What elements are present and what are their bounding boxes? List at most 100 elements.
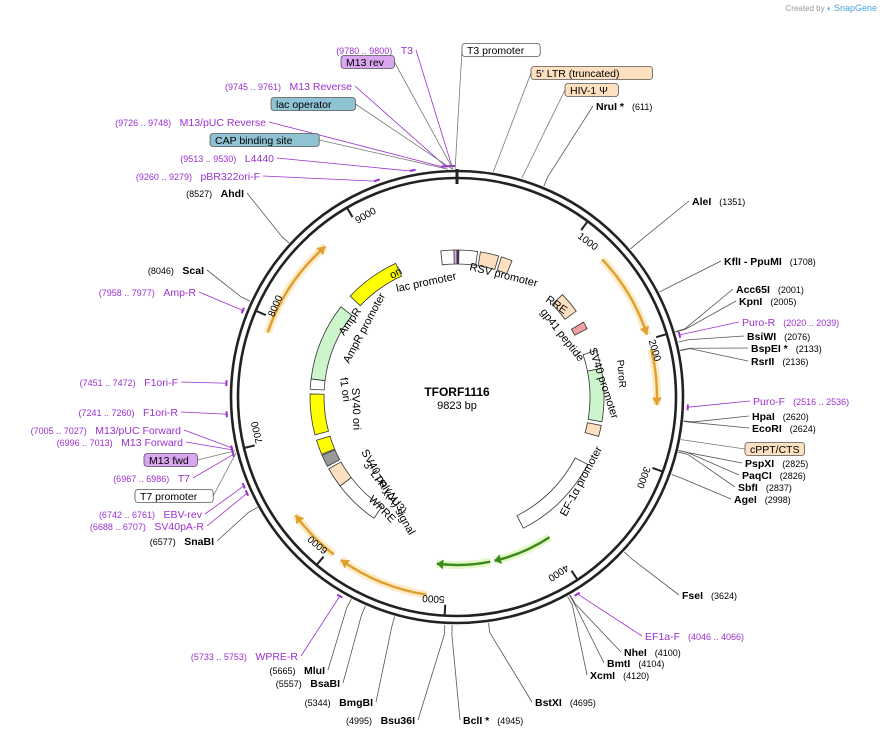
enzyme-position: (2837) xyxy=(766,483,792,493)
credit-brand: SnapGene xyxy=(833,3,877,13)
enzyme-position: (2005) xyxy=(770,297,796,307)
primer-position: (6996 .. 7013) xyxy=(57,438,116,448)
primer-leader-line xyxy=(354,85,447,168)
feature-label-box xyxy=(143,453,198,467)
primer-binding-mark xyxy=(677,331,682,338)
enzyme-leader-line xyxy=(671,474,732,500)
ef1a-promoter-feature xyxy=(516,457,589,529)
enzyme-name: SnaBI xyxy=(184,536,214,548)
ltr3-feature xyxy=(328,461,352,487)
enzyme-name: PspXI xyxy=(745,458,774,470)
tick-label: 9000 xyxy=(354,206,379,227)
enzyme-name: AleI xyxy=(692,196,711,208)
enzyme-label: (5665) MluI xyxy=(269,665,325,677)
feature-label-text: CAP binding site xyxy=(215,135,293,147)
primer-position: (7451 .. 7472) xyxy=(80,378,139,388)
primer-name: F1ori-F xyxy=(144,377,178,389)
primer-position: (6967 .. 6986) xyxy=(113,474,172,484)
enzyme-leader-line xyxy=(206,269,251,302)
enzyme-leader-line xyxy=(342,605,366,684)
tick-mark xyxy=(443,604,447,616)
hiv-psi-feature xyxy=(496,256,513,275)
primer-leader-line xyxy=(415,49,453,168)
enzyme-leader-line xyxy=(683,421,750,429)
primer-position: (7005 .. 7027) xyxy=(31,426,90,436)
feature-label-leader xyxy=(197,450,236,461)
enzyme-name: EcoRI xyxy=(752,423,782,435)
enzyme-leader-line xyxy=(678,450,740,476)
feature-label-text: T3 promoter xyxy=(467,45,525,57)
label-leaders xyxy=(180,49,751,721)
enzyme-name: FseI xyxy=(682,590,703,602)
green-arc-arrowhead xyxy=(436,559,444,570)
primer-leader-line xyxy=(276,157,413,172)
tick-mark xyxy=(580,220,589,231)
enzyme-position: (4695) xyxy=(570,698,596,708)
enzyme-leader-line xyxy=(246,192,290,244)
primer-name: Puro-F xyxy=(753,396,785,408)
primer-name: M13/pUC Forward xyxy=(95,425,181,437)
enzyme-position: (8046) xyxy=(148,266,177,276)
orange-arc-arrowhead xyxy=(651,397,662,406)
enzyme-label: SbfI (2837) xyxy=(738,482,792,494)
primer-leader-line xyxy=(198,291,244,312)
snapgene-logo-icon: ◐ xyxy=(826,4,832,13)
green-arc-halo xyxy=(493,533,552,565)
primer-binding-mark xyxy=(574,591,581,597)
primer-name: EBV-rev xyxy=(163,509,202,521)
primer-binding-mark xyxy=(373,178,381,183)
primer-position: (4046 .. 4066) xyxy=(688,632,744,642)
enzyme-label: (8046) ScaI xyxy=(148,265,204,277)
primer-position: (9513 .. 9530) xyxy=(180,154,239,164)
enzyme-leader-line xyxy=(569,594,622,653)
primer-name: SV40pA-R xyxy=(154,521,204,533)
enzyme-position: (2076) xyxy=(784,332,810,342)
enzyme-leader-line xyxy=(675,300,737,333)
enzyme-leader-line xyxy=(678,335,745,343)
enzyme-name: RsrII xyxy=(751,356,774,368)
enzyme-label: (5344) BmgBI xyxy=(305,697,373,709)
lac-promoter-feature xyxy=(440,249,456,266)
enzyme-leader-line xyxy=(567,596,588,676)
enzyme-name: SbfI xyxy=(738,482,758,494)
enzyme-position: (4120) xyxy=(623,671,649,681)
enzyme-name: NruI * xyxy=(596,101,625,113)
enzyme-label: PaqCI(2826) xyxy=(742,470,806,482)
feature-label-leader xyxy=(680,439,746,450)
primer-name: L4440 xyxy=(245,153,274,165)
primer-leader-line xyxy=(300,595,341,657)
primer-name: pBR322ori-F xyxy=(200,171,260,183)
primer-position: (7958 .. 7977) xyxy=(99,288,158,298)
plasmid-name: TFORF1116 xyxy=(424,385,490,399)
primer-name: EF1a-F xyxy=(645,631,680,643)
green-arc-arrowhead xyxy=(494,554,503,565)
ampr-feature xyxy=(310,306,353,382)
primer-label: Puro-R(2020 .. 2039) xyxy=(742,317,839,329)
enzyme-name: ScaI xyxy=(182,265,204,277)
primer-leader-line xyxy=(185,441,234,451)
enzyme-label: AgeI(2998) xyxy=(734,494,791,506)
enzyme-label: KpnI(2005) xyxy=(739,296,796,308)
primer-binding-mark xyxy=(230,445,234,452)
tick-mark xyxy=(315,555,325,566)
ltr5-feature xyxy=(477,251,500,270)
enzyme-position: (1708) xyxy=(790,257,816,267)
sv40-polya-feature xyxy=(321,449,341,467)
primer-name: Amp-R xyxy=(163,287,196,299)
primer-leader-line xyxy=(678,321,740,336)
enzyme-position: (4100) xyxy=(655,648,681,658)
feature-label-box xyxy=(530,66,653,80)
feature-label-leader xyxy=(355,103,453,170)
enzyme-name: BsiWI xyxy=(747,331,776,343)
label-ori: ori xyxy=(388,265,404,281)
primer-name: WPRE-R xyxy=(255,651,298,663)
enzyme-leader-line xyxy=(630,200,690,250)
rre-feature xyxy=(551,293,577,320)
primer-label: (6742 .. 6761) EBV-rev xyxy=(99,509,203,521)
orange-arc xyxy=(266,245,327,333)
enzyme-leader-line xyxy=(417,624,446,721)
feature-label-box xyxy=(209,133,320,147)
primer-binding-mark xyxy=(409,168,416,172)
orange-arc-arrowhead xyxy=(639,325,650,335)
tick-mark xyxy=(570,570,579,581)
